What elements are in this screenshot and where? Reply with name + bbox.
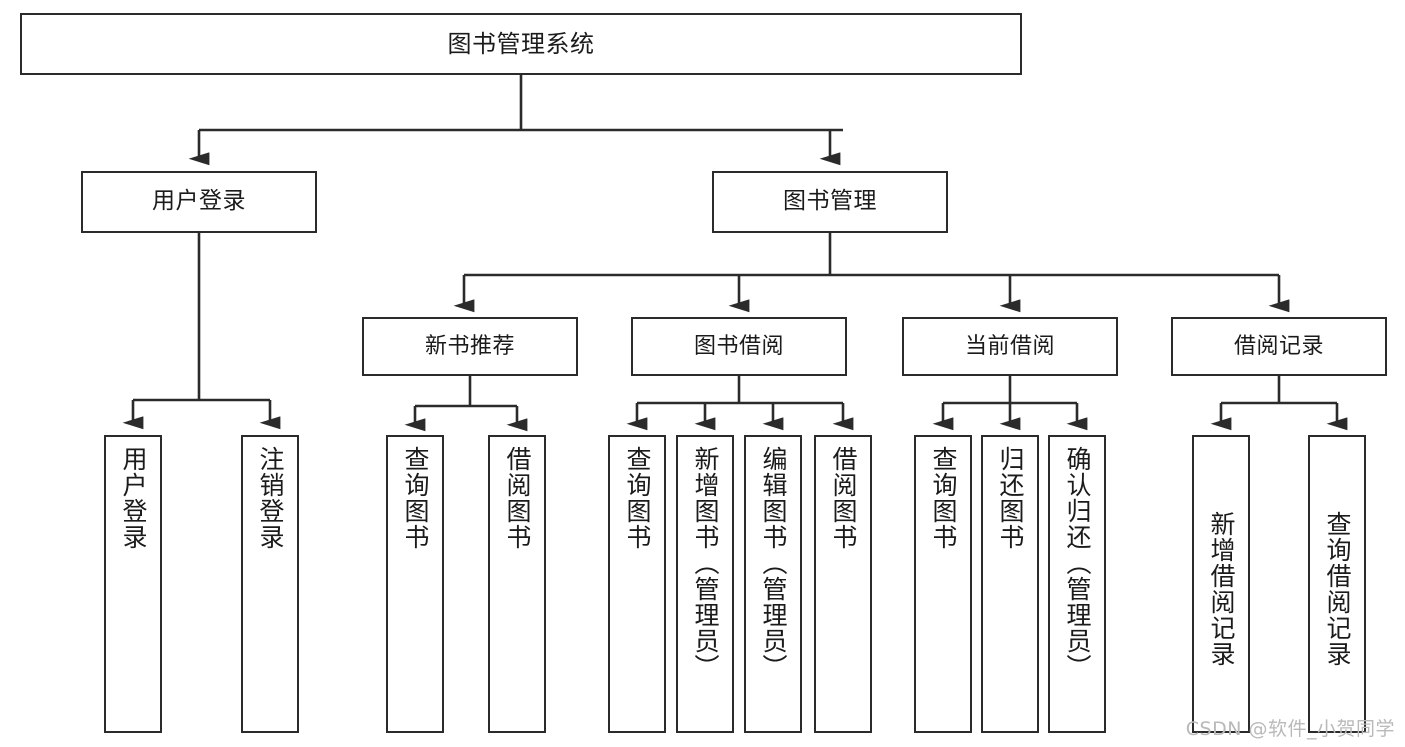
leaf-query-borrow-record[interactable]: 查询借阅记录 bbox=[1308, 435, 1366, 733]
leaf-borrow-book-recommend[interactable]: 借阅图书 bbox=[488, 435, 546, 733]
leaf-borrow-book[interactable]: 借阅图书 bbox=[814, 435, 872, 733]
leaf-logout-login[interactable]: 注销登录 bbox=[241, 435, 299, 733]
node-label: 借阅图书 bbox=[829, 446, 858, 550]
node-label: 借阅记录 bbox=[1233, 333, 1324, 359]
node-user-login[interactable]: 用户登录 bbox=[81, 171, 317, 233]
node-label: 注销登录 bbox=[256, 446, 285, 550]
node-new-book-recommend[interactable]: 新书推荐 bbox=[362, 317, 578, 376]
node-label: 用户登录 bbox=[119, 446, 148, 550]
node-label: 当前借阅 bbox=[964, 333, 1055, 359]
node-label: 确认归还（管理员） bbox=[1063, 446, 1092, 680]
node-label: 编辑图书（管理员） bbox=[759, 446, 788, 680]
node-label: 查询图书 bbox=[401, 446, 430, 550]
leaf-query-book-recommend[interactable]: 查询图书 bbox=[386, 435, 444, 733]
node-book-management[interactable]: 图书管理 bbox=[712, 171, 948, 233]
node-current-borrow[interactable]: 当前借阅 bbox=[902, 317, 1118, 376]
node-borrow-record[interactable]: 借阅记录 bbox=[1171, 317, 1387, 376]
leaf-confirm-return-admin[interactable]: 确认归还（管理员） bbox=[1048, 435, 1106, 733]
node-label: 图书管理 bbox=[783, 188, 877, 215]
node-label: 查询图书 bbox=[929, 446, 958, 550]
node-label: 新增借阅记录 bbox=[1207, 510, 1236, 667]
leaf-add-borrow-record[interactable]: 新增借阅记录 bbox=[1192, 435, 1250, 733]
node-label: 查询图书 bbox=[623, 446, 652, 550]
leaf-return-book[interactable]: 归还图书 bbox=[981, 435, 1039, 733]
node-label: 归还图书 bbox=[996, 446, 1025, 550]
node-label: 查询借阅记录 bbox=[1323, 510, 1352, 667]
node-label: 用户登录 bbox=[152, 188, 246, 215]
leaf-add-book-admin[interactable]: 新增图书（管理员） bbox=[676, 435, 734, 733]
node-label: 新增图书（管理员） bbox=[691, 446, 720, 680]
leaf-user-login[interactable]: 用户登录 bbox=[104, 435, 162, 733]
node-book-borrow[interactable]: 图书借阅 bbox=[631, 317, 847, 376]
leaf-edit-book-admin[interactable]: 编辑图书（管理员） bbox=[744, 435, 802, 733]
leaf-query-book[interactable]: 查询图书 bbox=[608, 435, 666, 733]
node-label: 图书管理系统 bbox=[447, 29, 595, 58]
node-label: 借阅图书 bbox=[503, 446, 532, 550]
node-label: 图书借阅 bbox=[693, 333, 784, 359]
watermark-text: CSDN @软件_小贺同学 bbox=[1185, 718, 1395, 740]
node-root-book-management-system[interactable]: 图书管理系统 bbox=[20, 13, 1022, 75]
node-label: 新书推荐 bbox=[424, 333, 515, 359]
leaf-query-book-current[interactable]: 查询图书 bbox=[914, 435, 972, 733]
